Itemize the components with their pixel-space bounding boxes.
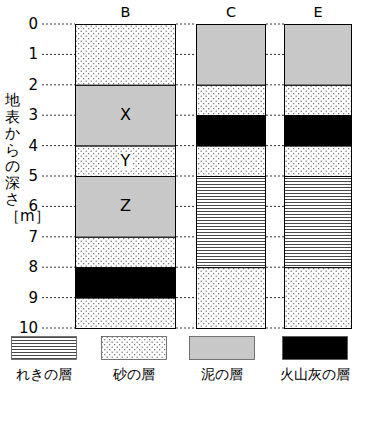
depth-guide [176, 176, 196, 177]
stratum-layer [76, 85, 176, 146]
strata-column: C [196, 2, 266, 328]
depth-number: 9 [0, 289, 38, 307]
legend-swatch-fill [190, 337, 255, 360]
depth-guide [176, 115, 196, 116]
depth-guide [266, 297, 284, 298]
depth-guide [176, 145, 196, 146]
labeled-layer: Z [75, 176, 176, 237]
depth-guide [266, 206, 284, 207]
depth-guide [42, 297, 75, 298]
stratum-layer [285, 25, 352, 86]
legend-text: れきの層 [0, 365, 88, 383]
depth-guide [266, 176, 284, 177]
stratum-layer [285, 146, 352, 176]
legend-swatch-fill [283, 337, 348, 360]
stratum-layer [197, 146, 266, 176]
depth-guide [266, 328, 284, 329]
legend-swatch [101, 336, 167, 360]
depth-guide [176, 236, 196, 237]
depth-guide [266, 115, 284, 116]
depth-number: 8 [0, 258, 38, 276]
legend-swatch-fill [12, 337, 77, 360]
layer-label: X [120, 106, 131, 124]
legend-swatch-fill [102, 337, 167, 360]
stratum-layer [76, 146, 176, 176]
legend-item: 砂の層 [90, 336, 178, 383]
depth-guide [42, 328, 75, 329]
legend-swatch [189, 336, 255, 360]
column-label: B [75, 2, 176, 24]
legend-swatch [11, 336, 77, 360]
legend-item: 火山灰の層 [271, 336, 359, 383]
legend-text: 砂の層 [90, 365, 178, 383]
depth-guide [266, 236, 284, 237]
labeled-layer: Y [75, 146, 176, 176]
depth-guide [266, 24, 284, 25]
strata-column: E [284, 2, 352, 328]
depth-guide [176, 206, 196, 207]
stratum-layer [76, 268, 176, 298]
depth-guide [176, 84, 196, 85]
legend-text: 泥の層 [178, 365, 266, 383]
column-label: E [284, 2, 352, 24]
depth-number: 1 [0, 45, 38, 63]
depth-guides [42, 24, 284, 328]
depth-guide [176, 267, 196, 268]
depth-guide [42, 24, 75, 25]
depth-guide [42, 115, 75, 116]
stratum-layer [76, 177, 176, 238]
depth-guide [266, 267, 284, 268]
stratum-layer [76, 237, 176, 267]
depth-guide [42, 54, 75, 55]
layer-label: Z [120, 197, 131, 215]
strata-column: B X Y Z [75, 2, 176, 328]
labeled-layer: X [75, 85, 176, 146]
depth-guide [42, 176, 75, 177]
stratum-layer [197, 268, 266, 329]
depth-guide [266, 84, 284, 85]
stratum-layer [197, 116, 266, 146]
depth-guide [42, 267, 75, 268]
depth-guide [266, 54, 284, 55]
depth-guide [176, 24, 196, 25]
depth-guide [42, 84, 75, 85]
strata [76, 25, 352, 329]
depth-guide [176, 328, 196, 329]
depth-guide [176, 297, 196, 298]
depth-guide [42, 206, 75, 207]
depth-guide [42, 236, 75, 237]
depth-guide [42, 145, 75, 146]
depth-number: 0 [0, 15, 38, 33]
layer-label: Y [119, 152, 133, 170]
stratum-layer [76, 298, 176, 328]
stratum-layer [285, 85, 352, 115]
legend-item: れきの層 [0, 336, 88, 383]
stratum-layer [197, 85, 266, 115]
legend-text: 火山灰の層 [271, 365, 359, 383]
depth-number: 7 [0, 228, 38, 246]
depth-guide [266, 145, 284, 146]
depth-number: 10 [0, 319, 38, 337]
stratum-layer [285, 116, 352, 146]
axis-title: 地表からの深さ［m］ [5, 92, 20, 224]
stratum-layer [197, 177, 266, 268]
stratum-layer [76, 25, 176, 86]
stratum-layer [285, 268, 352, 329]
stratum-layer [285, 177, 352, 268]
depth-guide [176, 54, 196, 55]
legend-swatch [282, 336, 348, 360]
stratum-layer [197, 25, 266, 86]
column-label: C [196, 2, 266, 24]
legend-item: 泥の層 [178, 336, 266, 383]
